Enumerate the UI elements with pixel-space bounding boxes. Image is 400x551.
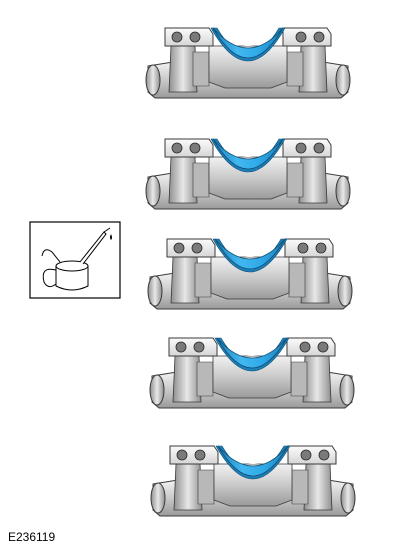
bearing-cap-2	[145, 138, 351, 210]
bearing-cap-5	[150, 445, 356, 517]
bearing-cap-3	[147, 238, 353, 310]
oil-can-icon	[29, 221, 121, 299]
bearing-cap-1	[145, 27, 351, 99]
figure-id-label: E236119	[8, 530, 56, 544]
bearing-cap-4	[149, 337, 355, 409]
